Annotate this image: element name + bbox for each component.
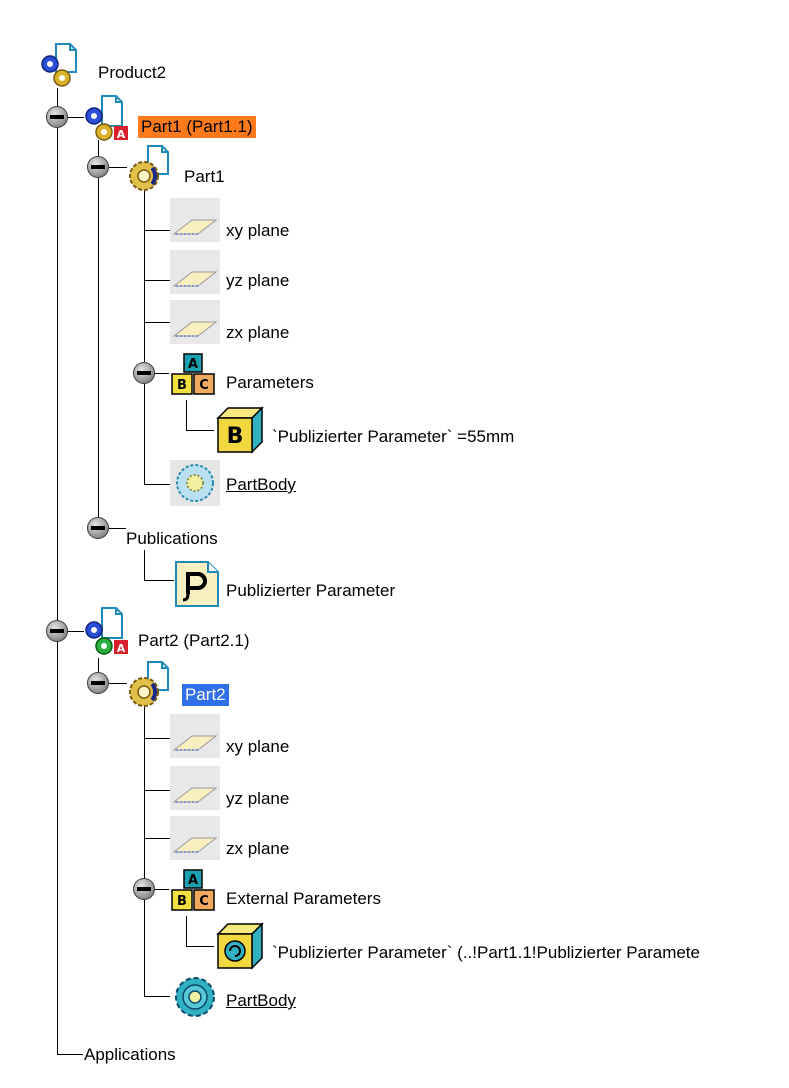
connector (144, 550, 145, 580)
part-instance-icon: A (85, 95, 128, 141)
partbody-icon (170, 460, 220, 506)
connector (144, 580, 174, 581)
connector (98, 140, 99, 528)
tree-node-label: Applications (84, 1045, 176, 1064)
plane-icon (170, 816, 220, 860)
product-icon (41, 43, 77, 87)
connector (98, 528, 126, 529)
abc-blocks-icon: A B C (171, 353, 215, 395)
connector (98, 658, 99, 682)
collapse-toggle[interactable] (133, 362, 155, 384)
connector (57, 1054, 83, 1055)
tree-node-label: Part2 (Part2.1) (138, 631, 250, 650)
plane-icon (170, 198, 220, 242)
parameter-block-icon: B (216, 406, 264, 454)
svg-text:A: A (188, 873, 198, 888)
connector (68, 117, 84, 118)
plane-icon (170, 766, 220, 810)
partbody-gear-icon (175, 977, 215, 1017)
tree-node-label: Part1 (Part1.1) (138, 116, 256, 138)
collapse-toggle[interactable] (46, 620, 68, 642)
collapse-toggle[interactable] (46, 106, 68, 128)
connector (57, 88, 58, 1054)
collapse-toggle[interactable] (87, 517, 109, 539)
connector (144, 838, 170, 839)
svg-text:B: B (227, 424, 244, 449)
connector (186, 946, 214, 947)
svg-text:C: C (199, 378, 209, 393)
tree-node-label: PartBody (226, 475, 296, 494)
collapse-toggle[interactable] (87, 672, 109, 694)
connector (144, 790, 170, 791)
connector (144, 190, 145, 484)
tree-node-label: Publications (126, 529, 218, 548)
connector (155, 373, 169, 374)
connector (144, 738, 170, 739)
svg-text:B: B (177, 894, 187, 909)
plane-icon (170, 714, 220, 758)
tree-node-label: External Parameters (226, 889, 381, 908)
svg-text:A: A (188, 357, 198, 372)
tree-node-label: Product2 (98, 63, 167, 82)
plane-icon (170, 300, 220, 344)
publication-icon (175, 561, 219, 607)
tree-node-label: xy plane (226, 737, 290, 756)
collapse-toggle[interactable] (87, 156, 109, 178)
tree-node-label: yz plane (226, 271, 290, 290)
tree-node-label: Part2 (182, 684, 229, 706)
tree-node-label: PartBody (226, 991, 296, 1010)
tree-node-label: yz plane (226, 789, 290, 808)
connector (144, 484, 170, 485)
tree-node-label: Part1 (184, 167, 225, 186)
external-parameter-icon (216, 922, 264, 970)
tree-node-label: zx plane (226, 323, 290, 342)
connector (186, 430, 214, 431)
part-gear-icon (129, 145, 169, 191)
connector (186, 400, 187, 430)
connector (144, 996, 170, 997)
connector (144, 280, 170, 281)
tree-node-label: `Publizierter Parameter` (..!Part1.1!Pub… (272, 943, 700, 962)
connector (144, 322, 170, 323)
svg-text:B: B (177, 378, 187, 393)
connector (109, 167, 127, 168)
connector (109, 683, 127, 684)
plane-icon (170, 250, 220, 294)
tree-node-label: zx plane (226, 839, 290, 858)
tree-node-label: Publizierter Parameter (226, 581, 396, 600)
part-gear-icon (129, 661, 169, 707)
svg-text:A: A (117, 642, 126, 655)
tree-node-label: xy plane (226, 221, 290, 240)
svg-text:A: A (117, 128, 126, 141)
connector (144, 706, 145, 996)
connector (186, 916, 187, 946)
tree-node-label: `Publizierter Parameter` =55mm (272, 427, 515, 446)
part-instance-icon: A (85, 607, 128, 655)
connector (155, 889, 169, 890)
svg-text:C: C (199, 894, 209, 909)
collapse-toggle[interactable] (133, 878, 155, 900)
connector (144, 230, 170, 231)
tree-node-label: Parameters (226, 373, 314, 392)
connector (68, 631, 84, 632)
abc-blocks-icon: A B C (171, 869, 215, 911)
